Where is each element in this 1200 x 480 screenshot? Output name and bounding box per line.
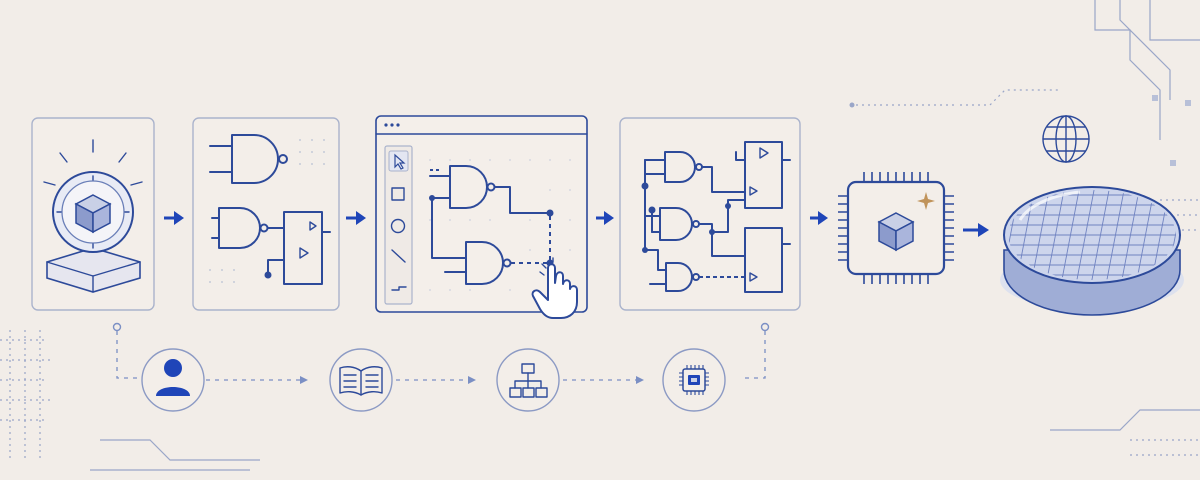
idea-cube-icon xyxy=(74,194,112,234)
flow-arrow xyxy=(346,211,366,225)
silicon-wafer-icon xyxy=(1000,186,1184,316)
stage-logic-gates xyxy=(192,117,340,311)
panel-dot-grid xyxy=(209,139,325,283)
hierarchy-icon xyxy=(496,348,560,412)
lower-flow xyxy=(112,322,770,412)
stage-circuit-network xyxy=(619,117,801,311)
flow-arrow xyxy=(164,211,184,225)
nand-gate-icon xyxy=(209,134,288,184)
flow-arrow xyxy=(810,211,828,225)
user-icon xyxy=(141,348,205,412)
editor-toolbar[interactable] xyxy=(384,145,413,305)
flow-arrow xyxy=(963,223,989,237)
flow-arrow xyxy=(596,211,614,225)
circle-icon[interactable] xyxy=(390,218,406,234)
square-icon[interactable] xyxy=(391,187,405,201)
hand-pointer-icon xyxy=(531,257,578,319)
stage-idea xyxy=(31,117,155,311)
wire-icon[interactable] xyxy=(391,286,407,291)
chip-pins xyxy=(838,172,954,284)
circuit-network-panel xyxy=(619,117,801,311)
light-rays xyxy=(43,139,143,186)
cursor-icon[interactable] xyxy=(388,150,409,172)
sparkle-icon xyxy=(917,192,935,210)
chip-small-icon xyxy=(662,348,726,412)
line-icon[interactable] xyxy=(391,249,406,263)
and-gate-icon xyxy=(211,207,285,249)
circuit-network-icon xyxy=(641,141,791,293)
stage-chip xyxy=(838,172,954,284)
book-icon xyxy=(329,348,393,412)
schematic-editor-window xyxy=(375,115,588,319)
wafer-grid xyxy=(1008,190,1176,280)
flipflop-icon xyxy=(264,211,331,285)
logic-gates-panel xyxy=(192,117,340,311)
globe-icon xyxy=(1042,115,1090,163)
chip-icon xyxy=(838,172,954,284)
